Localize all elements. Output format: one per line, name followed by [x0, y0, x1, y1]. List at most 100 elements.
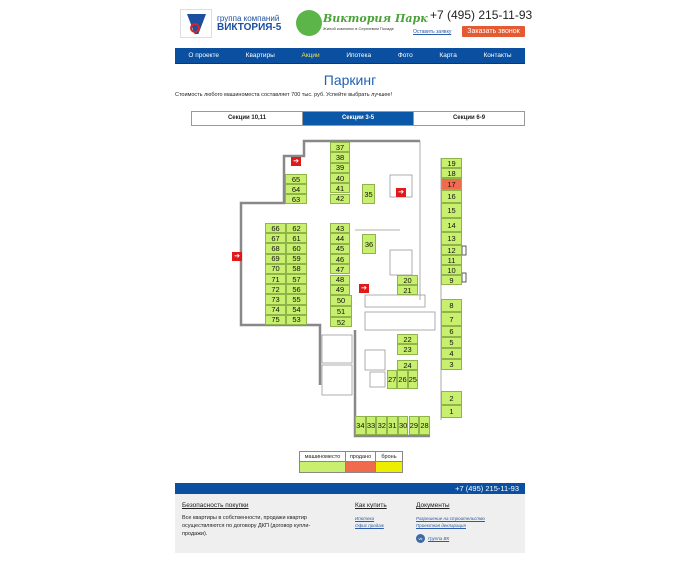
- parking-spot-62[interactable]: 62: [286, 223, 307, 234]
- parking-spot-48[interactable]: 48: [330, 274, 350, 285]
- link-project-declaration[interactable]: Проектная декларация: [416, 523, 466, 528]
- parking-spot-9[interactable]: 9: [441, 275, 462, 285]
- parking-spot-37[interactable]: 37: [330, 142, 350, 153]
- tab-sections-6-9[interactable]: Секции 6-9: [452, 115, 486, 121]
- parking-spot-64[interactable]: 64: [285, 184, 307, 194]
- parking-spot-31[interactable]: 31: [387, 416, 398, 435]
- parking-spot-26[interactable]: 26: [397, 370, 408, 389]
- parking-spot-30[interactable]: 30: [397, 416, 409, 435]
- parking-spot-73[interactable]: 73: [265, 294, 286, 305]
- parking-spot-4[interactable]: 4: [441, 348, 462, 359]
- parking-spot-39[interactable]: 39: [330, 162, 350, 173]
- tab-sections-10-11[interactable]: Секции 10,11: [192, 112, 303, 125]
- parking-spot-22[interactable]: 22: [397, 334, 418, 344]
- parking-spot-65[interactable]: 65: [285, 174, 307, 184]
- exit-icon: ➔: [396, 188, 406, 197]
- link-mortgage[interactable]: Ипотека: [355, 516, 375, 521]
- parking-spot-46[interactable]: 46: [330, 253, 350, 265]
- parking-spot-60[interactable]: 60: [286, 243, 307, 254]
- tab-sections-3-5[interactable]: Секции 3-5: [303, 112, 414, 125]
- parking-spot-1[interactable]: 1: [441, 405, 462, 418]
- parking-spot-32[interactable]: 32: [376, 416, 388, 435]
- nav-apartments[interactable]: Квартиры: [245, 52, 275, 59]
- parking-spot-58[interactable]: 58: [286, 263, 307, 274]
- parking-spot-17[interactable]: 17: [441, 178, 462, 190]
- parking-spot-5[interactable]: 5: [441, 337, 462, 348]
- parking-spot-74[interactable]: 74: [265, 304, 286, 315]
- parking-spot-75[interactable]: 75: [265, 314, 286, 325]
- nav-mortgage[interactable]: Ипотека: [346, 52, 372, 59]
- parking-spot-52[interactable]: 52: [330, 316, 352, 328]
- parking-spot-15[interactable]: 15: [441, 203, 462, 218]
- nav-promotions[interactable]: Акции: [301, 52, 320, 59]
- parking-spot-2[interactable]: 2: [441, 391, 462, 405]
- parking-spot-71[interactable]: 71: [265, 274, 286, 285]
- parking-spot-44[interactable]: 44: [330, 233, 350, 244]
- parking-spot-51[interactable]: 51: [330, 305, 352, 317]
- parking-spot-50[interactable]: 50: [330, 295, 352, 306]
- parking-spot-45[interactable]: 45: [330, 243, 350, 254]
- parking-spot-16[interactable]: 16: [441, 190, 462, 203]
- victoria-park-logo[interactable]: [296, 10, 322, 36]
- parking-spot-12[interactable]: 12: [441, 245, 462, 255]
- parking-spot-36[interactable]: 36: [362, 234, 376, 254]
- parking-spot-8[interactable]: 8: [441, 299, 462, 312]
- how-to-buy-title[interactable]: Как купить: [355, 502, 387, 509]
- parking-spot-25[interactable]: 25: [407, 370, 418, 389]
- callback-button[interactable]: Заказать звонок: [462, 26, 525, 37]
- vk-icon[interactable]: vk: [416, 534, 425, 543]
- parking-spot-7[interactable]: 7: [441, 312, 462, 326]
- parking-spot-35[interactable]: 35: [362, 184, 375, 204]
- parking-spot-68[interactable]: 68: [265, 243, 286, 254]
- parking-spot-63[interactable]: 63: [285, 194, 307, 204]
- parking-spot-34[interactable]: 34: [355, 416, 366, 435]
- victoria5-logo[interactable]: [180, 9, 212, 38]
- footer-phone: +7 (495) 215-11-93: [175, 483, 525, 494]
- parking-spot-56[interactable]: 56: [286, 284, 307, 295]
- parking-spot-33[interactable]: 33: [365, 416, 377, 435]
- parking-spot-69[interactable]: 69: [265, 253, 286, 264]
- documents-title[interactable]: Документы: [416, 502, 450, 509]
- parking-spot-14[interactable]: 14: [441, 218, 462, 232]
- parking-spot-28[interactable]: 28: [419, 416, 430, 435]
- parking-spot-21[interactable]: 21: [397, 285, 418, 295]
- nav-map[interactable]: Карта: [439, 52, 457, 59]
- parking-spot-43[interactable]: 43: [330, 223, 350, 234]
- parking-spot-47[interactable]: 47: [330, 264, 350, 275]
- parking-spot-41[interactable]: 41: [330, 183, 350, 194]
- parking-spot-49[interactable]: 49: [330, 284, 350, 296]
- parking-spot-13[interactable]: 13: [441, 232, 462, 245]
- nav-about[interactable]: О проекте: [188, 52, 219, 59]
- parking-spot-59[interactable]: 59: [286, 253, 307, 264]
- parking-spot-20[interactable]: 20: [397, 275, 418, 285]
- parking-spot-54[interactable]: 54: [286, 304, 307, 315]
- nav-photo[interactable]: Фото: [397, 52, 413, 59]
- parking-spot-3[interactable]: 3: [441, 359, 462, 370]
- parking-spot-29[interactable]: 29: [408, 416, 420, 435]
- leave-request-link[interactable]: Оставить заявку: [413, 29, 452, 35]
- parking-spot-23[interactable]: 23: [397, 344, 418, 355]
- parking-spot-6[interactable]: 6: [441, 326, 462, 337]
- parking-spot-27[interactable]: 27: [387, 370, 398, 389]
- parking-spot-19[interactable]: 19: [441, 158, 462, 168]
- parking-spot-53[interactable]: 53: [286, 314, 307, 325]
- parking-spot-10[interactable]: 10: [441, 265, 462, 275]
- link-vk-group[interactable]: Группа ВК: [428, 536, 450, 541]
- link-building-permit[interactable]: Разрешение на строительство: [416, 516, 485, 521]
- nav-contacts[interactable]: Контакты: [483, 52, 512, 59]
- safety-title[interactable]: Безопасность покупки: [182, 502, 249, 509]
- parking-spot-70[interactable]: 70: [265, 263, 286, 274]
- parking-spot-55[interactable]: 55: [286, 294, 307, 305]
- parking-spot-61[interactable]: 61: [286, 233, 307, 244]
- parking-spot-24[interactable]: 24: [397, 360, 418, 370]
- parking-spot-42[interactable]: 42: [330, 193, 350, 204]
- parking-spot-11[interactable]: 11: [441, 255, 462, 265]
- parking-spot-18[interactable]: 18: [441, 168, 462, 178]
- parking-spot-66[interactable]: 66: [265, 223, 286, 234]
- parking-spot-67[interactable]: 67: [265, 233, 286, 244]
- parking-spot-38[interactable]: 38: [330, 152, 350, 163]
- parking-spot-57[interactable]: 57: [286, 274, 307, 285]
- parking-spot-40[interactable]: 40: [330, 172, 350, 184]
- parking-spot-72[interactable]: 72: [265, 284, 286, 295]
- link-sales-office[interactable]: Офис продаж: [355, 523, 384, 528]
